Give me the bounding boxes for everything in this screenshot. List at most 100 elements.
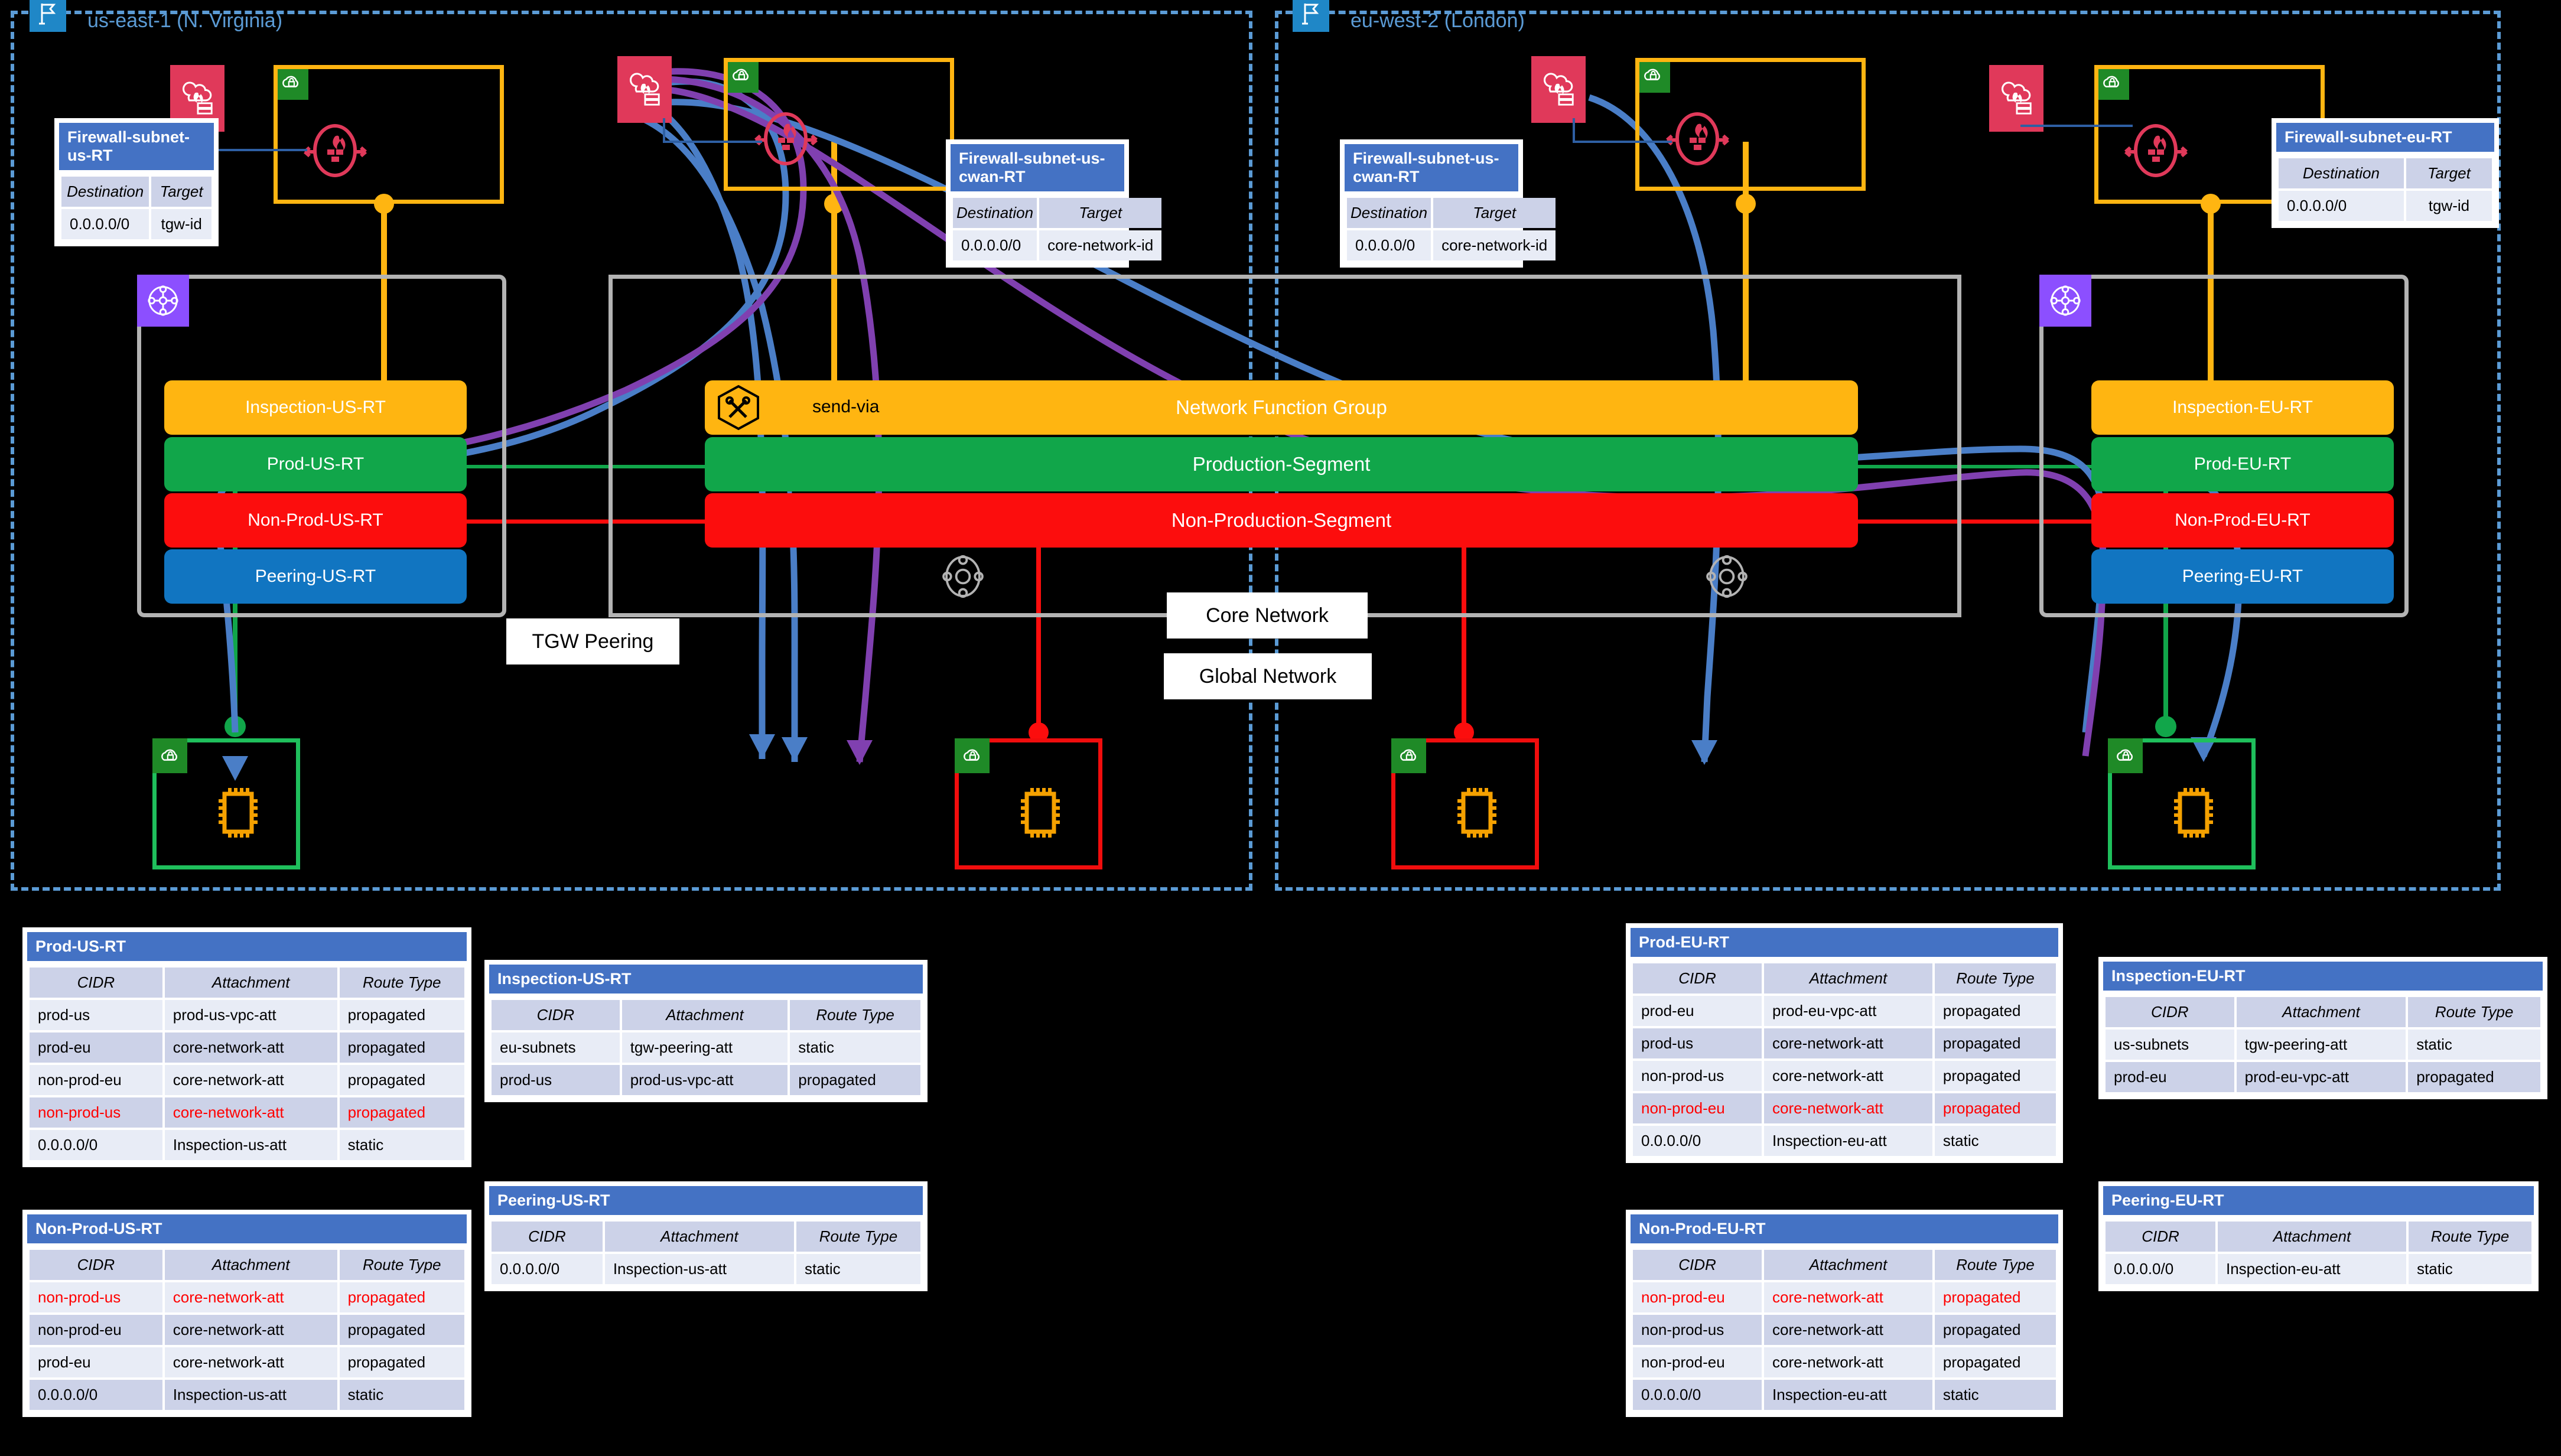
cell: 0.0.0.0/0	[1633, 1380, 1762, 1410]
cell: 0.0.0.0/0	[953, 230, 1037, 260]
cell: static	[2408, 1030, 2540, 1060]
tgw-rt-prod-us[interactable]: Prod-US-RT	[164, 437, 467, 491]
table-firewall-subnet-us-rt: Firewall-subnet-us-RT Destination Target…	[54, 118, 219, 246]
col-header: Attachment	[604, 1222, 794, 1252]
cell: propagated	[339, 1000, 464, 1030]
subnet-icon-non-prod-eu	[1391, 738, 1426, 773]
tgw-rt-peering-eu[interactable]: Peering-EU-RT	[2091, 549, 2394, 604]
cell: prod-eu	[2106, 1062, 2234, 1092]
table-title: Non-Prod-US-RT	[27, 1214, 467, 1243]
cell: core-network-id	[1039, 230, 1162, 260]
connector-fwrt-us-2	[663, 118, 762, 143]
table-peering-us-rt: Peering-US-RT CIDR Attachment Route Type…	[484, 1181, 928, 1291]
cell: 0.0.0.0/0	[2279, 191, 2404, 221]
network-function-tools-icon	[715, 384, 762, 431]
cell: 0.0.0.0/0	[30, 1380, 162, 1410]
cell: 0.0.0.0/0	[492, 1254, 603, 1284]
col-header: Attachment	[2217, 1222, 2407, 1252]
col-header: CIDR	[30, 968, 162, 998]
col-header: Route Type	[796, 1222, 920, 1252]
cell: core-network-att	[164, 1032, 337, 1063]
connector-fwrt-us-1	[219, 149, 307, 151]
tgw-rt-prod-eu[interactable]: Prod-EU-RT	[2091, 437, 2394, 491]
route-table-body: Destination Target 0.0.0.0/0 core-networ…	[1345, 196, 1558, 263]
cell: propagated	[1934, 996, 2056, 1026]
ec2-instance-icon-non-prod-eu	[1452, 786, 1502, 840]
tgw-rt-inspection-us[interactable]: Inspection-US-RT	[164, 380, 467, 435]
segment-network-function-group[interactable]: Network Function Group	[705, 380, 1858, 435]
table-title: Inspection-EU-RT	[2103, 962, 2543, 991]
tgw-rt-non-prod-eu[interactable]: Non-Prod-EU-RT	[2091, 493, 2394, 548]
cell: core-network-att	[164, 1347, 337, 1377]
table-title: Firewall-subnet-us-cwan-RT	[951, 144, 1124, 191]
segment-non-production[interactable]: Non-Production-Segment	[705, 493, 1858, 548]
table-prod-eu-rt: Prod-EU-RT CIDR Attachment Route Type pr…	[1626, 923, 2063, 1163]
transit-gateway-us	[137, 275, 506, 617]
cell: static	[1934, 1380, 2056, 1410]
cell: tgw-id	[2406, 191, 2492, 221]
ec2-instance-icon-non-prod-us	[1015, 786, 1066, 840]
cell: prod-eu	[1633, 996, 1762, 1026]
subnet-icon-non-prod-us	[955, 738, 990, 773]
tgw-rt-inspection-eu[interactable]: Inspection-EU-RT	[2091, 380, 2394, 435]
col-header: Target	[151, 177, 211, 207]
col-header: CIDR	[2106, 1222, 2215, 1252]
cell: 0.0.0.0/0	[61, 209, 149, 239]
table-row: 0.0.0.0/0 core-network-id	[953, 230, 1162, 260]
subnet-icon-prod-us	[152, 738, 187, 773]
table-title: Peering-US-RT	[489, 1186, 923, 1215]
send-via-label: send-via	[812, 397, 880, 416]
subnet-icon-us-2	[724, 58, 759, 93]
region-label-eu: eu-west-2 (London)	[1351, 9, 1525, 32]
tgw-rt-peering-us[interactable]: Peering-US-RT	[164, 549, 467, 604]
cell: propagated	[1934, 1315, 2056, 1345]
col-header: CIDR	[492, 1000, 620, 1030]
cell: us-subnets	[2106, 1030, 2234, 1060]
cell: Inspection-eu-att	[1764, 1380, 1932, 1410]
cell: core-network-att	[164, 1315, 337, 1345]
cell: prod-us-vpc-att	[621, 1065, 788, 1095]
non-prod-vpc-us	[955, 738, 1102, 869]
col-header: Route Type	[2408, 997, 2540, 1027]
cell: prod-eu-vpc-att	[2236, 1062, 2406, 1092]
segment-production[interactable]: Production-Segment	[705, 437, 1858, 491]
region-label-us: us-east-1 (N. Virginia)	[87, 9, 283, 32]
col-header: Attachment	[1764, 963, 1932, 994]
col-header: Attachment	[2236, 997, 2406, 1027]
cell: prod-us-vpc-att	[164, 1000, 337, 1030]
cell: static	[1934, 1126, 2056, 1156]
table-prod-us-rt: Prod-US-RT CIDR Attachment Route Type pr…	[22, 927, 471, 1167]
subnet-icon-prod-eu	[2108, 738, 2143, 773]
firewall-vpc-eu-1	[1635, 58, 1866, 191]
cell: core-network-att	[1764, 1093, 1932, 1123]
col-header: Target	[1039, 198, 1162, 228]
prod-vpc-eu	[2108, 738, 2256, 869]
table-header-row: CIDR Attachment Route Type	[2106, 997, 2540, 1027]
cell: Inspection-us-att	[164, 1130, 337, 1160]
col-header: Destination	[61, 177, 149, 207]
table-row: 0.0.0.0/0 core-network-id	[1347, 230, 1556, 260]
cell: propagated	[1934, 1282, 2056, 1312]
col-header: CIDR	[2106, 997, 2234, 1027]
col-header: Attachment	[164, 968, 337, 998]
col-header: Route Type	[2409, 1222, 2531, 1252]
cell: static	[790, 1032, 920, 1063]
core-network-node-icon-right	[1704, 554, 1749, 599]
table-inspection-eu-rt: Inspection-EU-RT CIDR Attachment Route T…	[2098, 957, 2547, 1099]
cell: 0.0.0.0/0	[1633, 1126, 1762, 1156]
cell: propagated	[1934, 1061, 2056, 1091]
route-table-body: Destination Target 0.0.0.0/0 tgw-id	[59, 174, 214, 242]
tgw-rt-non-prod-us[interactable]: Non-Prod-US-RT	[164, 493, 467, 548]
